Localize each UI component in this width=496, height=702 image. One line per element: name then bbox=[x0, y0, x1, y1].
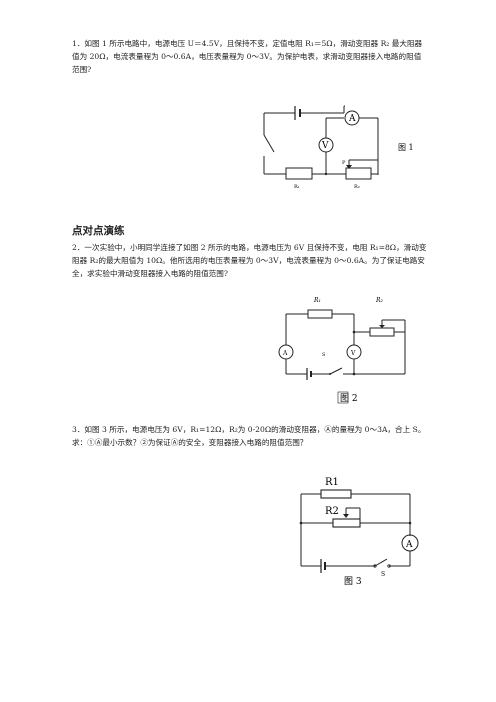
fig2-switch-label: S bbox=[322, 352, 326, 358]
fig2-caption: 图 2 bbox=[340, 393, 358, 404]
circuit-figure-2: R₁ R₂ A V S 图 2 bbox=[278, 297, 406, 404]
circuit-figure-3: R1 R2 A S 图 3 bbox=[299, 477, 419, 587]
fig2-voltmeter-label: V bbox=[350, 350, 356, 357]
fig3-ammeter-label: A bbox=[405, 540, 413, 550]
fig3-switch-label: S bbox=[381, 571, 385, 578]
fig1-voltmeter-label: V bbox=[321, 141, 329, 151]
fig3-r2-label: R2 bbox=[325, 506, 339, 517]
circuit-figure-1: A V P R₁ R₂ 图 1 bbox=[263, 105, 414, 190]
fig3-r1-label: R1 bbox=[325, 477, 339, 488]
fig1-slider-label: P bbox=[342, 160, 346, 166]
fig1-caption: 图 1 bbox=[398, 143, 414, 152]
fig1-ammeter-label: A bbox=[348, 114, 356, 124]
fig2-ammeter-label: A bbox=[282, 350, 288, 357]
problem-2-text: 2．一次实验中，小明同学连接了如图 2 所示的电路，电源电压为 6V 且保持不变… bbox=[72, 243, 427, 278]
fig2-r2-label: R₂ bbox=[375, 297, 384, 304]
problem-1-text: 1．如图 1 所示电路中，电源电压 U＝4.5V，且保持不变，定值电阻 R₁＝5… bbox=[72, 39, 423, 74]
fig1-r2-label: R₂ bbox=[354, 184, 360, 190]
fig1-r1-label: R₁ bbox=[294, 184, 300, 190]
fig2-r1-label: R₁ bbox=[313, 297, 321, 304]
fig3-caption: 图 3 bbox=[344, 576, 362, 587]
section-heading: 点对点演练 bbox=[72, 225, 125, 237]
problem-3-text: 3．如图 3 所示，电源电压为 6V，R₁=12Ω，R₂为 0-20Ω的滑动变阻… bbox=[72, 425, 426, 447]
